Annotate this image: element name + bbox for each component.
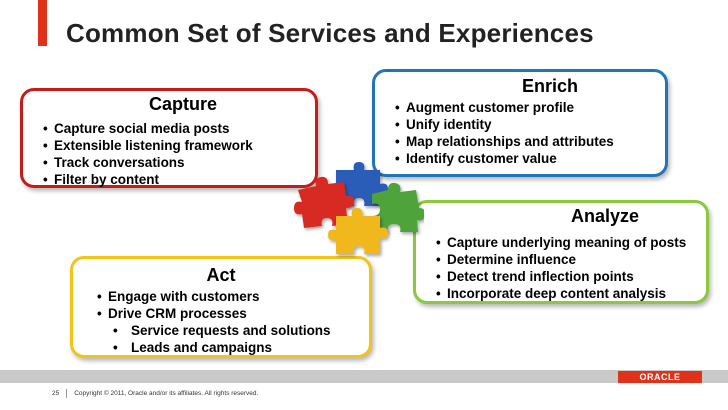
analyze-title: Analyze [570, 206, 640, 226]
list-item: •Detect trend inflection points [436, 269, 634, 284]
copyright-text: Copyright © 2011, Oracle and/or its affi… [74, 390, 259, 398]
footer-divider [0, 370, 728, 371]
analyze-box: Analyze •Capture underlying meaning of p… [413, 200, 709, 304]
list-item: •Augment customer profile [395, 100, 575, 115]
puzzle-pieces-icon [294, 162, 424, 254]
act-box: Act •Engage with customers •Drive CRM pr… [70, 256, 372, 358]
sub-list-item: •Service requests and solutions [113, 323, 331, 338]
page-number: 25 [52, 390, 60, 398]
list-item: •Engage with customers [97, 289, 260, 304]
list-item: •Incorporate deep content analysis [436, 286, 667, 301]
oracle-logo: ORACLE [618, 371, 702, 383]
capture-title: Capture [148, 94, 217, 114]
act-list: •Engage with customers •Drive CRM proces… [97, 288, 331, 356]
list-item: •Track conversations [43, 155, 185, 170]
list-item: •Extensible listening framework [43, 138, 253, 153]
footer-separator [66, 389, 68, 398]
enrich-title: Enrich [521, 76, 578, 96]
title-accent-bar [38, 0, 47, 46]
enrich-box: Enrich •Augment customer profile •Unify … [372, 69, 668, 177]
list-item: •Capture social media posts [43, 121, 230, 136]
puzzle-yellow-piece [328, 208, 388, 254]
footer: 25 Copyright © 2011, Oracle and/or its af… [52, 389, 258, 398]
enrich-list: •Augment customer profile •Unify identit… [395, 99, 614, 167]
puzzle-green-piece [372, 182, 424, 232]
capture-box: Capture •Capture social media posts •Ext… [20, 88, 318, 188]
act-title: Act [206, 265, 236, 285]
capture-list: •Capture social media posts •Extensible … [43, 120, 253, 188]
analyze-list: •Capture underlying meaning of posts •De… [436, 234, 686, 302]
list-item: •Drive CRM processes [97, 306, 247, 321]
puzzle-red-piece [294, 176, 354, 228]
list-item: •Filter by content [43, 172, 160, 187]
slide-title: Common Set of Services and Experiences [66, 18, 594, 48]
list-item: •Capture underlying meaning of posts [436, 235, 687, 250]
list-item: •Unify identity [395, 117, 492, 132]
list-item: •Determine influence [436, 252, 577, 267]
list-item: •Identify customer value [395, 151, 557, 166]
sub-list-item: •Leads and campaigns [113, 340, 273, 355]
list-item: •Map relationships and attributes [395, 134, 614, 149]
footer-bar [0, 371, 728, 383]
